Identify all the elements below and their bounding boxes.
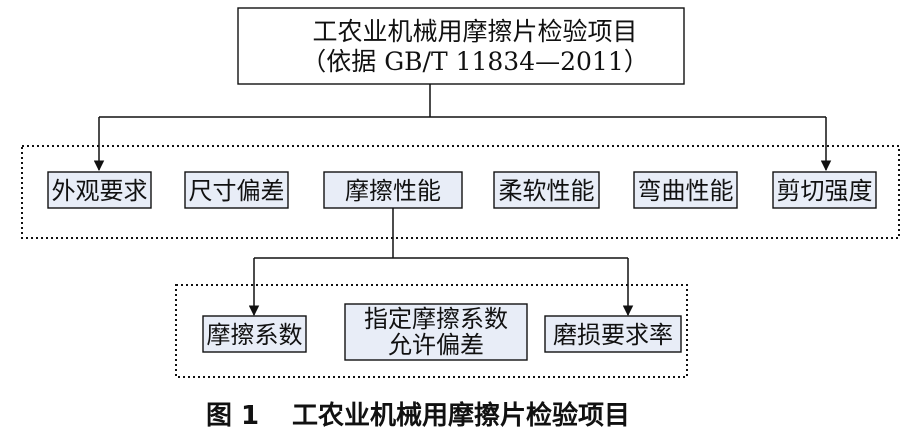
level2-group-frame <box>175 284 688 378</box>
level1-node-appearance: 外观要求 <box>47 171 152 209</box>
node-box-friction-performance <box>323 171 463 209</box>
friction-connectors <box>248 208 634 317</box>
node-box-coefficient-tolerance <box>344 303 528 361</box>
level1-node-friction-performance: 摩擦性能 <box>323 171 463 209</box>
node-label-bending: 弯曲性能 <box>638 177 734 205</box>
root-title-line1: 工农业机械用摩擦片检验项目 <box>312 17 637 46</box>
level2-node-friction-coefficient: 摩擦系数 <box>202 315 307 353</box>
node-box-dimension-deviation <box>184 171 289 209</box>
level1-node-bending: 弯曲性能 <box>633 171 738 209</box>
node-label-wear-rate: 磨损要求率 <box>553 321 673 349</box>
node-box-appearance <box>47 171 152 209</box>
node-box-friction-coefficient <box>202 315 307 353</box>
node-label-coefficient-tolerance-line1: 指定摩擦系数 <box>364 305 508 333</box>
root-title-line2: （依据 GB/T 11834—2011） <box>301 47 649 76</box>
node-label-friction-performance: 摩擦性能 <box>345 177 441 205</box>
root-connectors <box>93 84 832 172</box>
node-box-softness <box>493 171 600 209</box>
root-box <box>237 7 685 85</box>
level1-node-dimension-deviation: 尺寸偏差 <box>184 171 289 209</box>
level1-node-shear-strength: 剪切强度 <box>772 171 877 209</box>
node-label-coefficient-tolerance-line2: 允许偏差 <box>388 331 484 359</box>
level2-node-coefficient-tolerance: 指定摩擦系数 允许偏差 <box>344 303 528 361</box>
level2-node-wear-rate: 磨损要求率 <box>544 315 682 353</box>
root-node: 工农业机械用摩擦片检验项目 （依据 GB/T 11834—2011） <box>237 7 685 85</box>
caption-number: 图 1 <box>206 401 259 431</box>
node-label-dimension-deviation: 尺寸偏差 <box>189 177 285 205</box>
node-box-wear-rate <box>544 315 682 353</box>
node-label-softness: 柔软性能 <box>499 177 595 205</box>
caption-title: 工农业机械用摩擦片检验项目 <box>292 400 630 431</box>
level1-group-frame <box>21 145 900 239</box>
node-box-shear-strength <box>772 171 877 209</box>
node-box-bending <box>633 171 738 209</box>
node-label-appearance: 外观要求 <box>52 177 148 205</box>
node-label-friction-coefficient: 摩擦系数 <box>207 321 303 349</box>
figure-caption: 图 1 工农业机械用摩擦片检验项目 <box>206 400 630 431</box>
node-label-shear-strength: 剪切强度 <box>777 177 873 205</box>
level1-node-softness: 柔软性能 <box>493 171 600 209</box>
